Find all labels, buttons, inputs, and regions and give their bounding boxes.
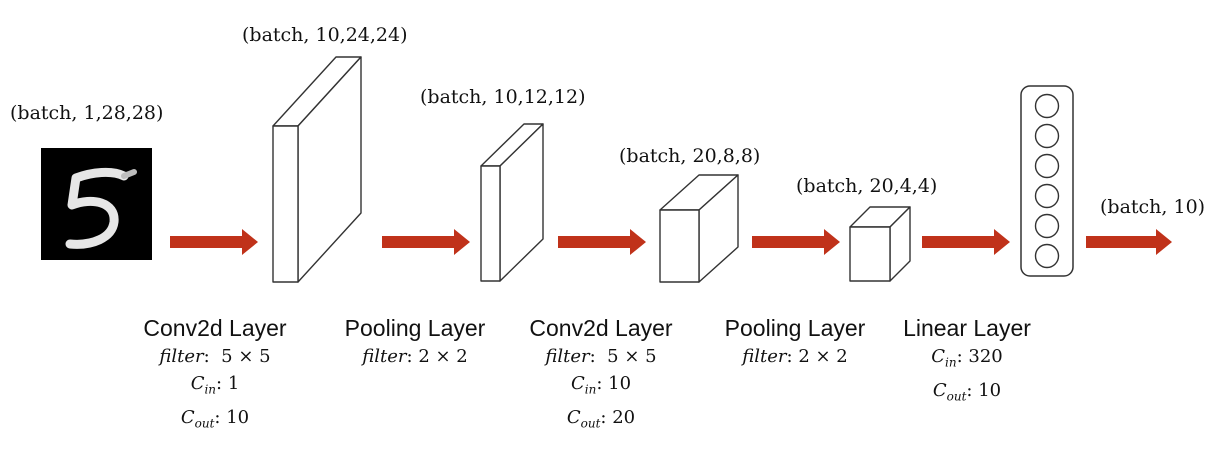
- filter-symbol: filter: [742, 346, 787, 367]
- c-out-value: 10: [978, 379, 1002, 401]
- c-out-param: Cout: 10: [932, 379, 1002, 404]
- c-out-param: Cout: 20: [566, 406, 636, 431]
- filter-param: filter: 5 × 5: [545, 346, 657, 367]
- flow-arrow-1: [170, 229, 258, 255]
- flow-arrow-6: [1086, 229, 1172, 255]
- c-in-param: Cin: 320: [931, 346, 1003, 370]
- filter-value: 5 × 5: [221, 346, 271, 367]
- fully-connected-layer: [1020, 85, 1074, 277]
- final-output-shape-text: (batch, 10): [1100, 196, 1206, 218]
- conv1-output-shape-text: (batch, 10,24,24): [242, 24, 408, 46]
- neuron-4: [1034, 183, 1060, 209]
- c-symbol: C: [180, 406, 195, 428]
- out-subscript: out: [194, 416, 215, 431]
- layer-name: Conv2d Layer: [143, 315, 287, 341]
- filter-symbol: filter: [362, 346, 407, 367]
- filter-symbol: filter: [159, 346, 204, 367]
- c-symbol: C: [570, 373, 585, 394]
- c-in-value: 1: [227, 373, 240, 394]
- layer-name: Linear Layer: [903, 315, 1031, 341]
- layer-caption-pool2: Pooling Layer filter: 2 × 2: [695, 313, 895, 370]
- pool1-feature-map: [480, 123, 544, 282]
- in-subscript: in: [584, 382, 597, 397]
- flow-arrows: [170, 229, 1172, 255]
- input-image: [41, 148, 152, 260]
- neuron-2: [1034, 123, 1060, 149]
- flow-arrow-5: [922, 229, 1010, 255]
- filter-value: 2 × 2: [418, 346, 468, 367]
- pool2-feature-map: [849, 206, 911, 282]
- pool1-output-shape-text: (batch, 10,12,12): [420, 86, 586, 108]
- out-subscript: out: [580, 416, 601, 431]
- c-out-value: 10: [226, 406, 250, 428]
- layer-name: Pooling Layer: [724, 315, 866, 341]
- c-out-value: 20: [612, 406, 636, 428]
- c-symbol: C: [566, 406, 581, 428]
- box-front-face: [659, 209, 700, 283]
- pool1-output-shape-label: (batch, 10,12,12): [420, 86, 586, 108]
- filter-symbol: filter: [545, 346, 590, 367]
- flow-arrow-3: [558, 229, 646, 255]
- layer-caption-linear: Linear Layer Cin: 320 Cout: 10: [867, 313, 1067, 410]
- c-symbol: C: [932, 379, 947, 401]
- c-symbol: C: [190, 373, 205, 394]
- input-shape-label: (batch, 1,28,28): [10, 102, 163, 124]
- layer-caption-conv2: Conv2d Layer filter: 5 × 5 Cin: 10 Cout:…: [501, 313, 701, 437]
- conv2-output-shape-text: (batch, 20,8,8): [619, 145, 761, 167]
- filter-value: 2 × 2: [798, 346, 848, 367]
- filter-param: filter: 2 × 2: [362, 346, 468, 367]
- layer-name: Pooling Layer: [344, 315, 486, 341]
- pool2-output-shape-label: (batch, 20,4,4): [796, 175, 937, 197]
- filter-param: filter: 5 × 5: [159, 346, 271, 367]
- c-symbol: C: [931, 346, 946, 367]
- input-shape-text: (batch, 1,28,28): [10, 102, 164, 124]
- c-in-value: 320: [968, 346, 1003, 367]
- neuron-column-outline: [1020, 85, 1074, 277]
- filter-value: 5 × 5: [607, 346, 657, 367]
- in-subscript: in: [945, 355, 957, 370]
- in-subscript: in: [204, 382, 217, 397]
- conv1-output-shape-label: (batch, 10,24,24): [242, 24, 408, 46]
- c-in-param: Cin: 1: [190, 373, 240, 397]
- c-out-param: Cout: 10: [180, 406, 250, 431]
- neuron-6: [1034, 243, 1060, 269]
- c-in-value: 10: [608, 373, 632, 394]
- neuron-5: [1034, 213, 1060, 239]
- final-output-shape-label: (batch, 10): [1100, 196, 1205, 218]
- handwritten-digit-5: [65, 167, 129, 249]
- layer-caption-pool1: Pooling Layer filter: 2 × 2: [315, 313, 515, 370]
- flow-arrow-4: [752, 229, 840, 255]
- layer-name: Conv2d Layer: [529, 315, 673, 341]
- layer-caption-conv1: Conv2d Layer filter: 5 × 5 Cin: 1 Cout: …: [115, 313, 315, 437]
- box-front-face: [272, 125, 299, 283]
- box-front-face: [480, 165, 501, 282]
- conv1-feature-map: [272, 56, 362, 283]
- neuron-1: [1034, 93, 1060, 119]
- pool2-output-shape-text: (batch, 20,4,4): [796, 175, 938, 197]
- box-front-face: [849, 226, 891, 282]
- neuron-3: [1034, 153, 1060, 179]
- neurons: [1034, 93, 1060, 269]
- filter-param: filter: 2 × 2: [742, 346, 848, 367]
- out-subscript: out: [946, 389, 967, 404]
- feature-maps: [272, 56, 911, 283]
- digit-stroke-tail: [121, 169, 137, 179]
- conv2-output-shape-label: (batch, 20,8,8): [619, 145, 760, 167]
- conv2-feature-map: [659, 174, 739, 283]
- c-in-param: Cin: 10: [570, 373, 632, 397]
- flow-arrow-2: [382, 229, 470, 255]
